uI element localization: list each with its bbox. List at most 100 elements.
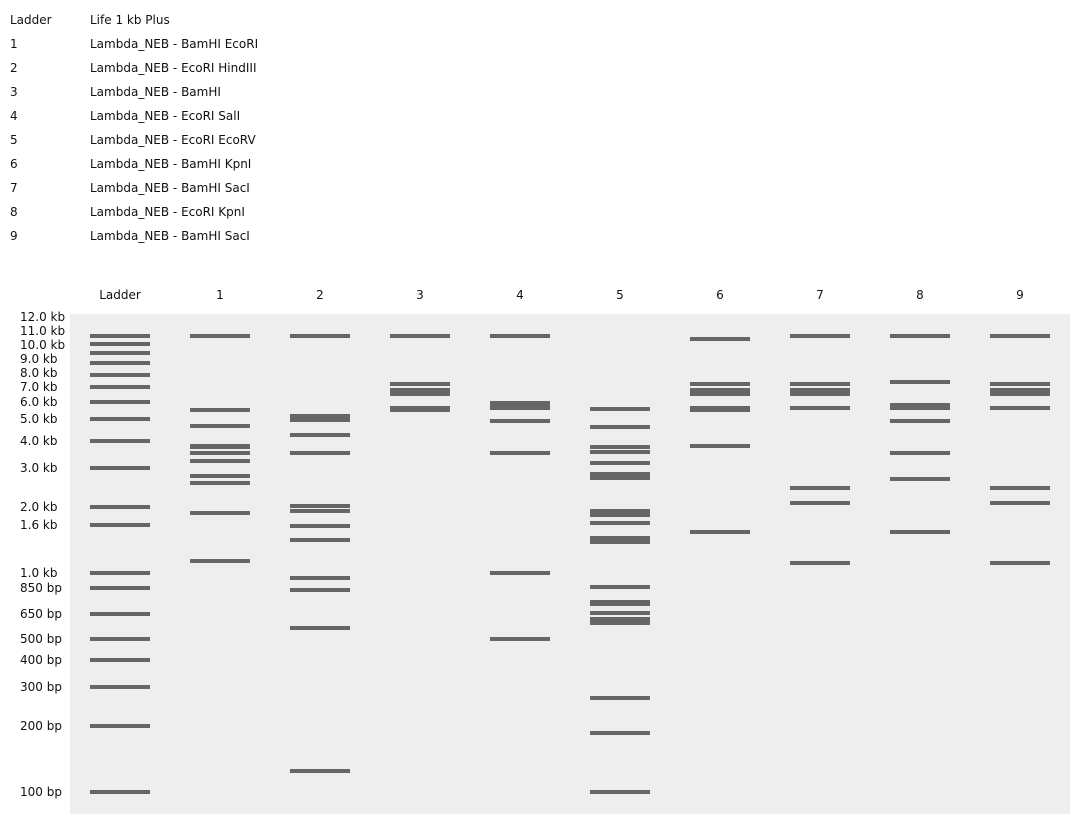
- lane-2-band: [290, 626, 350, 630]
- ladder-band: [90, 400, 150, 404]
- legend-sample-name: Lambda_NEB - EcoRI HindIII: [90, 61, 257, 75]
- ladder-band: [90, 637, 150, 641]
- legend-lane-key: 9: [10, 229, 18, 243]
- lane-4-band: [490, 406, 550, 410]
- lane-7-band: [790, 382, 850, 386]
- lane-4-band: [490, 571, 550, 575]
- legend-sample-name: Lambda_NEB - EcoRI EcoRV: [90, 133, 256, 147]
- ladder-band: [90, 571, 150, 575]
- legend-sample-name: Lambda_NEB - BamHI SacI: [90, 181, 250, 195]
- legend-lane-key: 7: [10, 181, 18, 195]
- ladder-size-label: 1.6 kb: [20, 518, 58, 532]
- lane-5-band: [590, 617, 650, 621]
- lane-header: Ladder: [99, 288, 141, 302]
- lane-8-band: [890, 477, 950, 481]
- lane-2-band: [290, 538, 350, 542]
- lane-9-band: [990, 382, 1050, 386]
- lane-1-band: [190, 445, 250, 449]
- ladder-band: [90, 334, 150, 338]
- lane-6-band: [690, 337, 750, 341]
- lane-header: 7: [816, 288, 824, 302]
- lane-1-band: [190, 511, 250, 515]
- ladder-size-label: 11.0 kb: [20, 324, 66, 338]
- ladder-size-label: 200 bp: [20, 719, 62, 733]
- lane-8-band: [890, 530, 950, 534]
- lane-5-band: [590, 611, 650, 615]
- lane-2-band: [290, 588, 350, 592]
- legend-lane-key: 5: [10, 133, 18, 147]
- lane-5-band: [590, 602, 650, 606]
- legend-lane-key: 2: [10, 61, 18, 75]
- ladder-band: [90, 505, 150, 509]
- ladder-size-label: 3.0 kb: [20, 461, 58, 475]
- ladder-band: [90, 342, 150, 346]
- lane-header: 6: [716, 288, 724, 302]
- legend-lane-key: 3: [10, 85, 18, 99]
- legend-sample-name: Lambda_NEB - BamHI SacI: [90, 229, 250, 243]
- gel-image: [70, 314, 1070, 814]
- lane-6-band: [690, 382, 750, 386]
- ladder-band: [90, 466, 150, 470]
- ladder-size-label: 100 bp: [20, 785, 62, 799]
- lane-5-band: [590, 696, 650, 700]
- ladder-band: [90, 385, 150, 389]
- lane-4-band: [490, 637, 550, 641]
- lane-1-band: [190, 474, 250, 478]
- lane-6-band: [690, 530, 750, 534]
- legend-lane-key: 1: [10, 37, 18, 51]
- ladder-size-label: 6.0 kb: [20, 395, 58, 409]
- lane-9-band: [990, 406, 1050, 410]
- ladder-size-label: 2.0 kb: [20, 500, 58, 514]
- ladder-size-label: 12.0 kb: [20, 310, 66, 324]
- lane-9-band: [990, 392, 1050, 396]
- lane-1-band: [190, 408, 250, 412]
- lane-2-band: [290, 524, 350, 528]
- ladder-size-label: 400 bp: [20, 653, 62, 667]
- ladder-size-label: 850 bp: [20, 581, 62, 595]
- legend-sample-name: Lambda_NEB - BamHI: [90, 85, 221, 99]
- lane-6-band: [690, 444, 750, 448]
- ladder-band: [90, 417, 150, 421]
- lane-8-band: [890, 403, 950, 407]
- lane-8-band: [890, 419, 950, 423]
- lane-5-band: [590, 509, 650, 513]
- lane-5-band: [590, 536, 650, 540]
- lane-5-band: [590, 407, 650, 411]
- ladder-band: [90, 361, 150, 365]
- lane-4-band: [490, 334, 550, 338]
- lane-3-band: [390, 382, 450, 386]
- lane-9-band: [990, 486, 1050, 490]
- lane-2-band: [290, 418, 350, 422]
- lane-1-band: [190, 559, 250, 563]
- legend-sample-name: Lambda_NEB - BamHI KpnI: [90, 157, 252, 171]
- ladder-band: [90, 351, 150, 355]
- ladder-band: [90, 724, 150, 728]
- lane-header: 3: [416, 288, 424, 302]
- lane-header: 9: [1016, 288, 1024, 302]
- legend-lane-key: Ladder: [10, 13, 52, 27]
- lane-9-band: [990, 334, 1050, 338]
- lane-header: 5: [616, 288, 624, 302]
- lane-header: 8: [916, 288, 924, 302]
- legend-sample-name: Lambda_NEB - EcoRI SalI: [90, 109, 241, 123]
- lane-1-band: [190, 481, 250, 485]
- lane-3-band: [390, 388, 450, 392]
- legend-sample-name: Lambda_NEB - BamHI EcoRI: [90, 37, 259, 51]
- lane-2-band: [290, 509, 350, 513]
- ladder-band: [90, 439, 150, 443]
- lane-7-band: [790, 501, 850, 505]
- lane-2-band: [290, 769, 350, 773]
- lane-9-band: [990, 501, 1050, 505]
- lane-4-band: [490, 451, 550, 455]
- legend-lane-key: 8: [10, 205, 18, 219]
- lane-8-band: [890, 380, 950, 384]
- lane-4-band: [490, 403, 550, 407]
- ladder-band: [90, 658, 150, 662]
- lane-2-band: [290, 576, 350, 580]
- lane-5-band: [590, 731, 650, 735]
- lane-8-band: [890, 406, 950, 410]
- lane-8-band: [890, 334, 950, 338]
- lane-2-band: [290, 414, 350, 418]
- lane-5-band: [590, 540, 650, 544]
- legend-lane-key: 4: [10, 109, 18, 123]
